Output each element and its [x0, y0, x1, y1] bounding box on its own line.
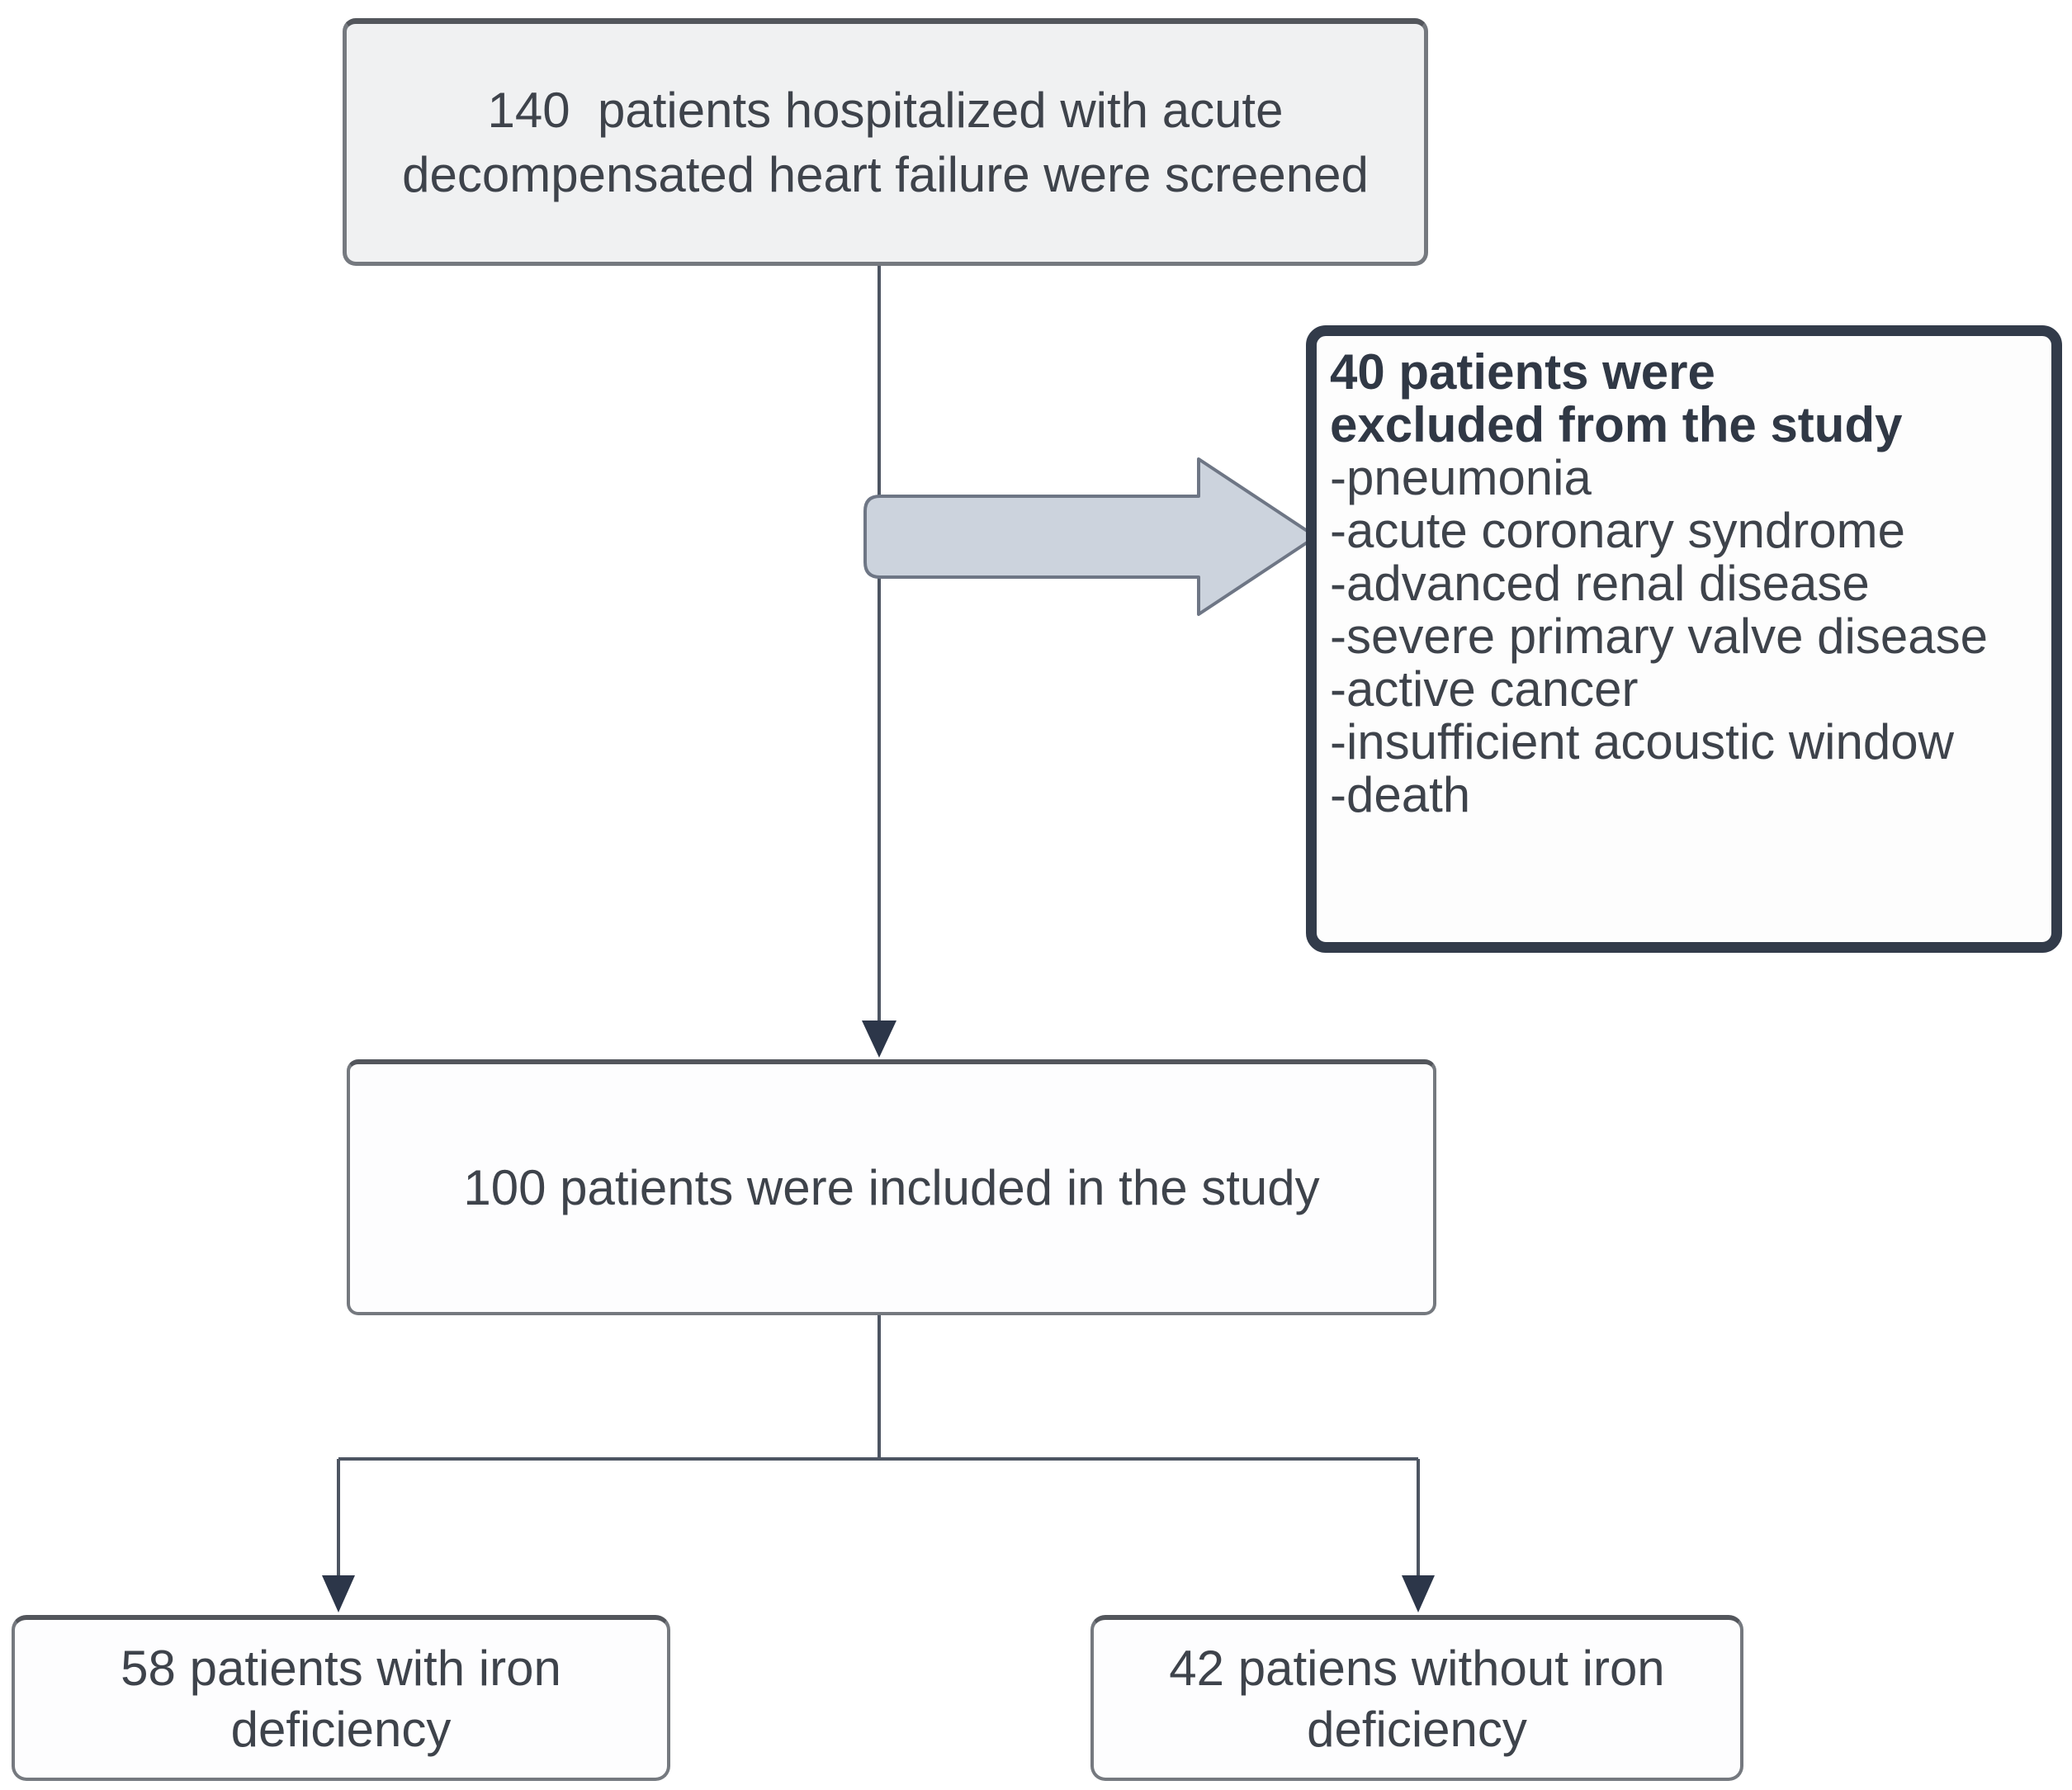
arrowhead-included — [862, 1020, 896, 1058]
exclusion-item-acute-coronary-syndrome: -acute coronary syndrome — [1330, 503, 1905, 558]
no-iron-deficiency-box: 42 patiens without iron deficiency — [1090, 1615, 1743, 1781]
iron-deficiency-box: 58 patients with iron deficiency — [12, 1615, 670, 1781]
excluded-box-title-line2: excluded from the study — [1330, 397, 1903, 452]
included-box: 100 patients were included in the study — [347, 1059, 1436, 1315]
no-iron-deficiency-box-text: 42 patiens without iron deficiency — [1169, 1640, 1665, 1757]
connector-branch — [337, 1315, 1420, 1577]
exclusion-item-severe-primary-valve-disease: -severe primary valve disease — [1330, 609, 1988, 664]
screened-box-text: 140 patients hospitalized with acute dec… — [402, 83, 1369, 202]
included-box-text: 100 patients were included in the study — [463, 1160, 1320, 1215]
excluded-block-arrow — [863, 457, 1317, 616]
exclusion-item-insufficient-acoustic-window: -insufficient acoustic window — [1330, 714, 1954, 770]
arrowhead-iron-deficiency — [322, 1575, 355, 1612]
iron-deficiency-box-text: 58 patients with iron deficiency — [121, 1640, 561, 1757]
exclusion-item-active-cancer: -active cancer — [1330, 661, 1639, 717]
exclusion-item-pneumonia: -pneumonia — [1330, 450, 1592, 505]
screened-box: 140 patients hospitalized with acute dec… — [343, 18, 1428, 266]
arrowhead-no-iron-deficiency — [1402, 1575, 1435, 1612]
excluded-box-title-line1: 40 patients were — [1330, 344, 1715, 400]
exclusion-item-death: -death — [1330, 767, 1471, 822]
excluded-box: 40 patients were excluded from the study… — [1306, 325, 2062, 953]
exclusion-item-advanced-renal-disease: -advanced renal disease — [1330, 556, 1870, 611]
